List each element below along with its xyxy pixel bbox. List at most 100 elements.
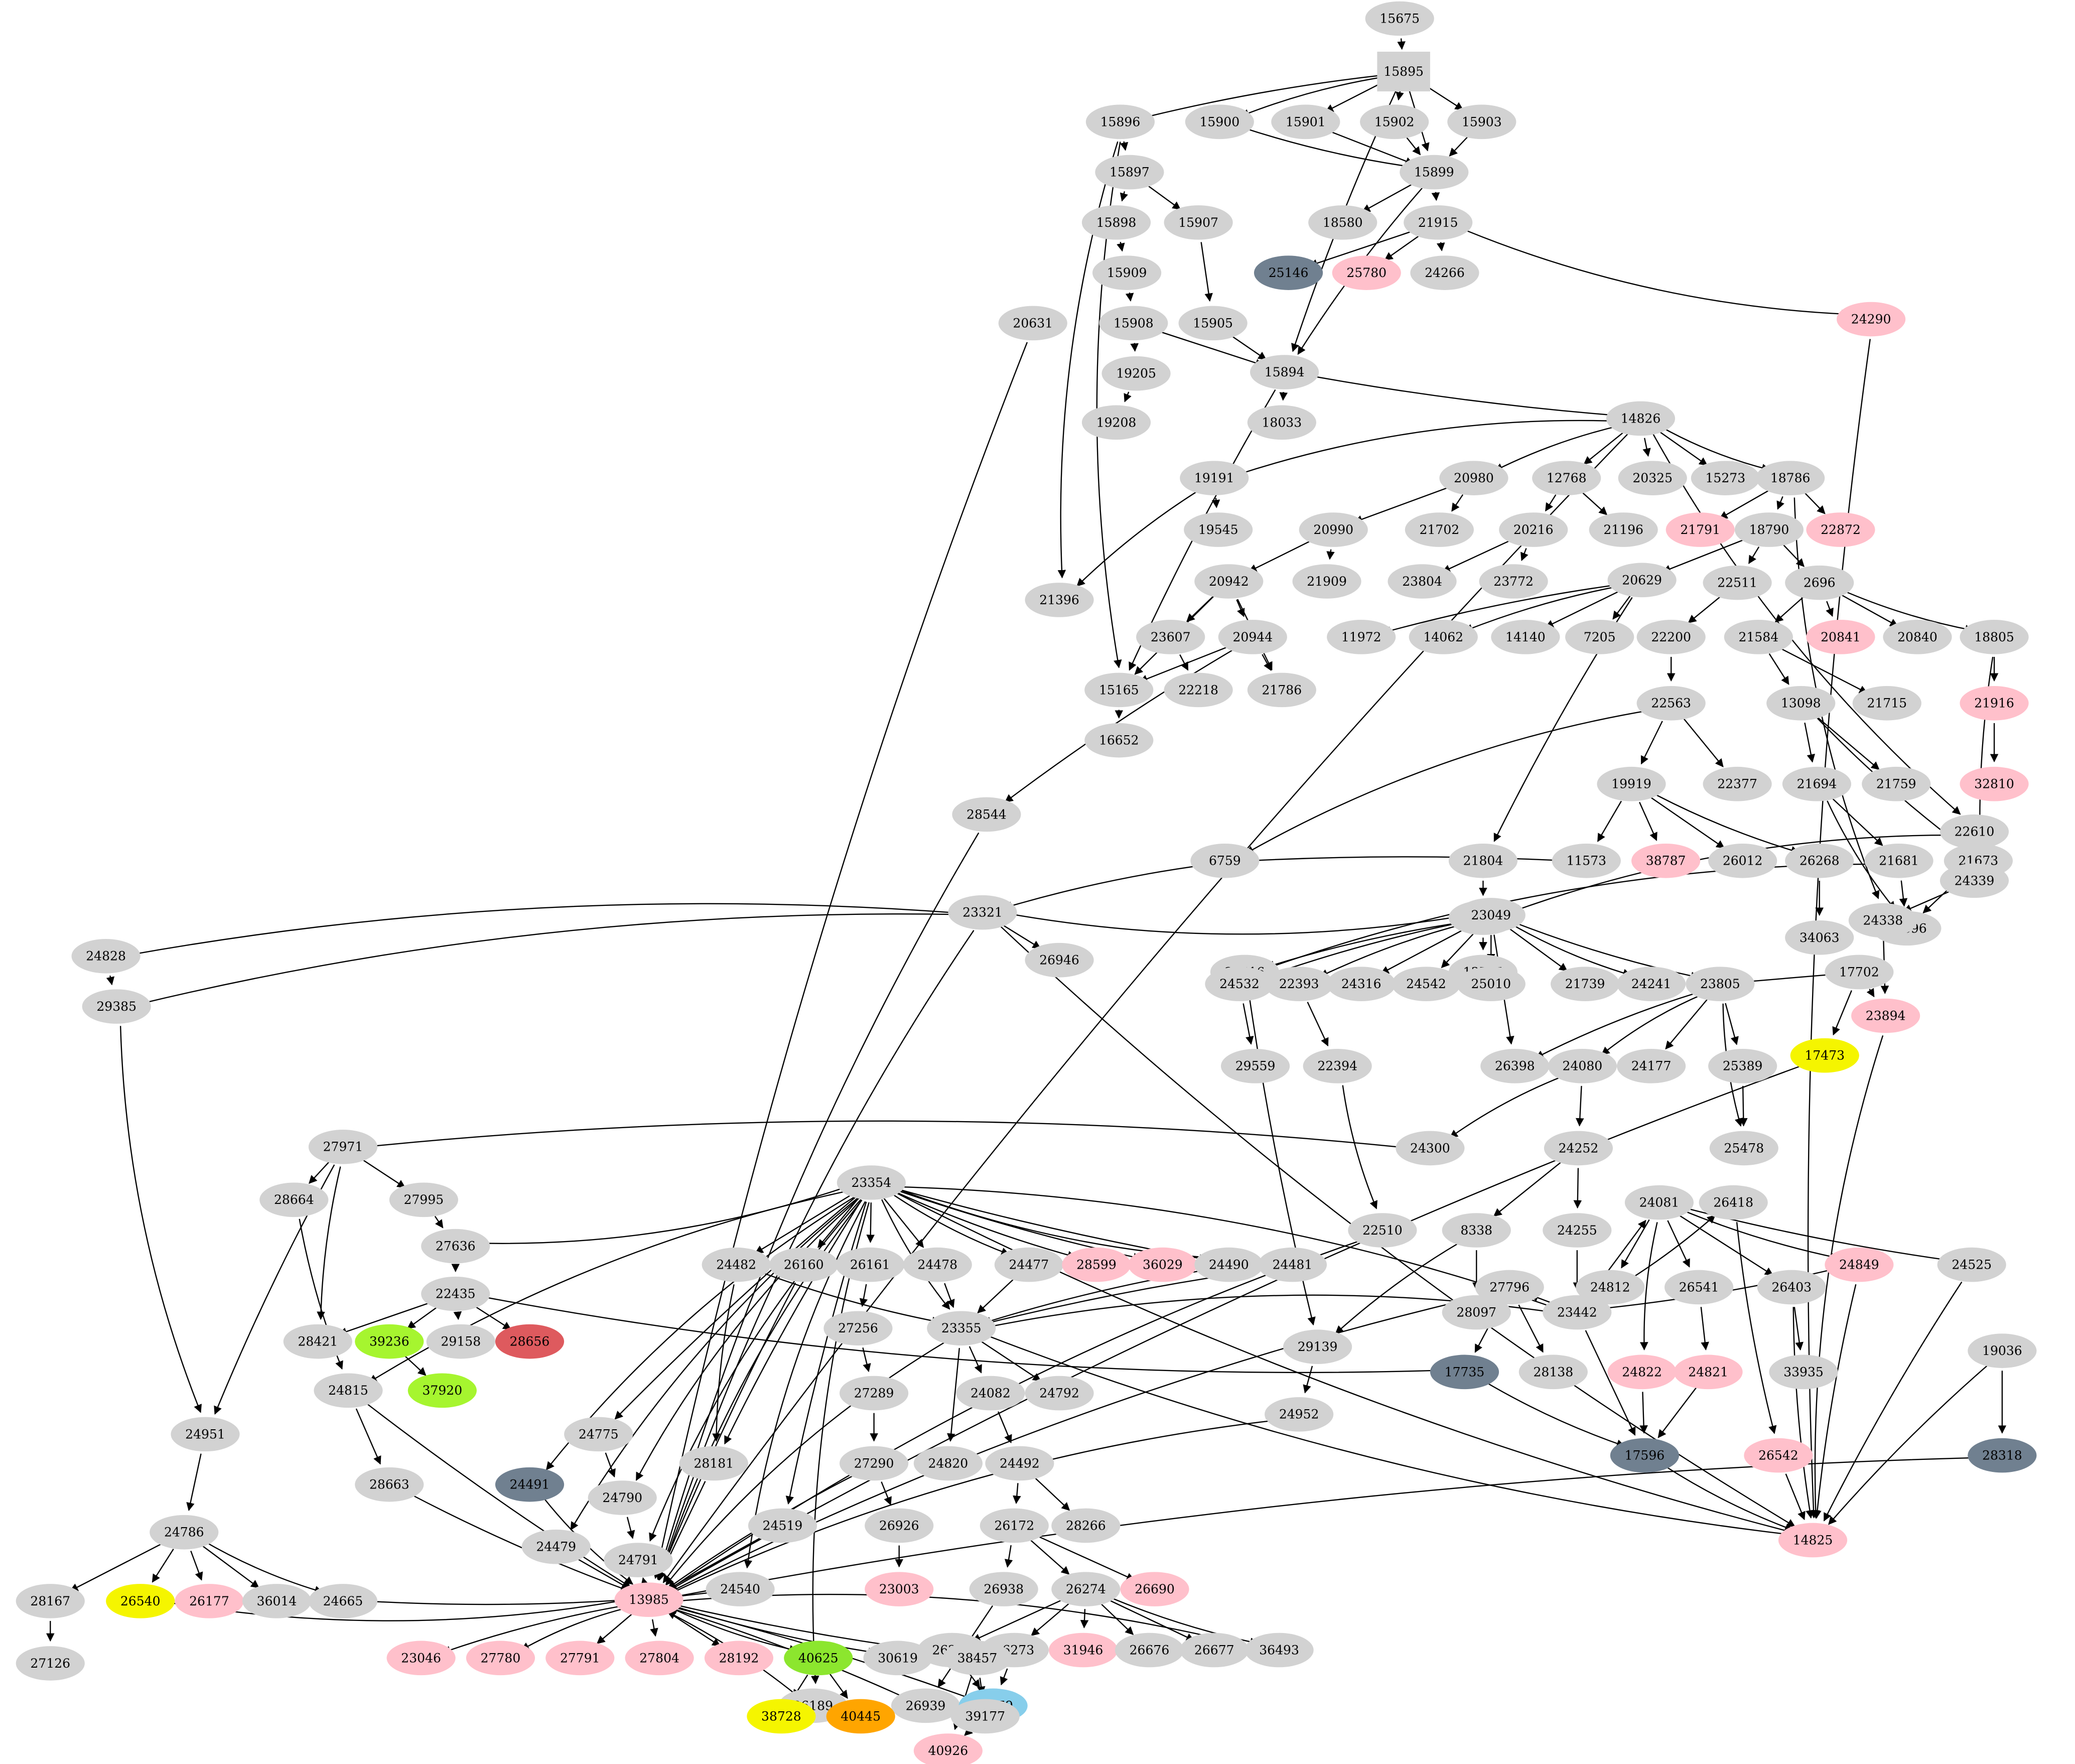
- node-14826: 14826: [1606, 401, 1676, 436]
- node-label-26161: 26161: [850, 1258, 890, 1272]
- edge-23321-23049: [1002, 912, 1470, 935]
- node-shape-24477: [994, 1247, 1063, 1282]
- node-28599: 28599: [1062, 1247, 1131, 1282]
- node-label-26160: 26160: [784, 1258, 824, 1272]
- node-shape-24316: [1327, 967, 1396, 1001]
- node-13098: 13098: [1766, 686, 1836, 721]
- edge-15895-15896: [1141, 74, 1385, 120]
- node-18786: 18786: [1756, 461, 1825, 495]
- node-label-12768: 12768: [1547, 471, 1587, 485]
- node-15895: 15895: [1377, 51, 1430, 92]
- node-label-28656: 28656: [510, 1334, 550, 1349]
- node-shape-27289: [839, 1376, 909, 1411]
- node-shape-28266: [1051, 1508, 1121, 1543]
- node-label-28318: 28318: [1982, 1448, 2022, 1463]
- node-label-24479: 24479: [536, 1540, 576, 1554]
- edge-23805-17702: [1740, 970, 1838, 983]
- edge-23355-13985: [665, 1340, 947, 1586]
- node-label-21916: 21916: [1974, 696, 2014, 711]
- node-shape-15905: [1178, 306, 1248, 341]
- node-label-24477: 24477: [1009, 1258, 1049, 1272]
- node-28421: 28421: [283, 1324, 352, 1359]
- edge-24952-13985: [669, 1419, 1280, 1594]
- edge-24519-13985: [667, 1535, 766, 1590]
- node-14062: 14062: [1409, 620, 1478, 654]
- node-shape-27995: [389, 1182, 459, 1217]
- edge-13985-27780: [520, 1606, 631, 1651]
- node-shape-24177: [1616, 1048, 1686, 1083]
- node-19191: 19191: [1180, 461, 1249, 495]
- edge-22394-22510: [1342, 1085, 1378, 1209]
- node-18790: 18790: [1734, 512, 1804, 547]
- edge-24482-23355: [755, 1269, 941, 1325]
- edge-20942-20944: [1236, 599, 1245, 617]
- node-17735: 17735: [1430, 1354, 1499, 1390]
- node-shape-25010: [1456, 967, 1526, 1001]
- edge-18786-22872: [1804, 492, 1826, 514]
- node-23049: 23049: [1456, 898, 1526, 932]
- node-shape-24532: [1205, 967, 1274, 1001]
- edge-2696-20841: [1826, 601, 1834, 617]
- node-shape-19919: [1597, 766, 1666, 801]
- edge-26172-26690: [1032, 1533, 1135, 1581]
- node-shape-18786: [1756, 461, 1825, 495]
- edge-23805-25389: [1725, 1003, 1739, 1045]
- node-label-24532: 24532: [1219, 977, 1260, 991]
- node-shape-28421: [283, 1324, 352, 1359]
- node-shape-18805: [1960, 620, 2029, 654]
- node-27256: 27256: [823, 1311, 893, 1346]
- node-label-23772: 23772: [1493, 574, 1534, 589]
- node-shape-20629: [1607, 563, 1677, 598]
- edge-14826-19191: [1235, 420, 1621, 477]
- node-label-21702: 21702: [1420, 522, 1460, 537]
- node-shape-2696: [1785, 565, 1854, 600]
- node-label-29385: 29385: [96, 999, 136, 1014]
- node-shape-14826: [1606, 401, 1676, 436]
- node-shape-27256: [823, 1311, 893, 1346]
- node-label-26540: 26540: [120, 1594, 161, 1608]
- node-shape-15909: [1092, 255, 1162, 290]
- edge-15675-15895: [1397, 38, 1406, 50]
- edge-20944-21786: [1262, 654, 1272, 671]
- node-shape-24300: [1396, 1131, 1465, 1166]
- edge-15901-15899: [1324, 128, 1414, 166]
- edge-18790-20629: [1662, 536, 1751, 573]
- node-shape-39236: [355, 1324, 424, 1359]
- node-shape-18033: [1247, 405, 1316, 440]
- edge-24300-27971: [364, 1120, 1411, 1151]
- edge-27256-27289: [862, 1347, 871, 1373]
- node-label-15900: 15900: [1199, 114, 1239, 129]
- edge-20990-20942: [1248, 537, 1316, 572]
- node-21702: 21702: [1405, 512, 1474, 547]
- node-24241: 24241: [1616, 967, 1686, 1001]
- edge-22435-17735: [475, 1295, 1443, 1375]
- node-label-24241: 24241: [1631, 977, 1672, 991]
- node-15894: 15894: [1250, 355, 1319, 389]
- node-shape-17473: [1790, 1038, 1859, 1073]
- node-shape-32810: [1960, 766, 2029, 801]
- node-label-24775: 24775: [579, 1427, 619, 1441]
- node-shape-15895: [1377, 51, 1430, 92]
- node-label-15896: 15896: [1100, 114, 1141, 129]
- node-24316: 24316: [1327, 967, 1396, 1001]
- edge-23354-24478: [883, 1197, 924, 1248]
- edge-24786-26540: [152, 1549, 174, 1583]
- edge-15900-15899: [1238, 125, 1413, 170]
- node-24082: 24082: [956, 1376, 1025, 1411]
- edge-24822-17596: [1639, 1392, 1648, 1434]
- node-label-19545: 19545: [1198, 522, 1238, 537]
- node-label-26177: 26177: [189, 1594, 229, 1608]
- node-shape-20325: [1618, 461, 1687, 495]
- edge-19919-26012: [1647, 794, 1725, 849]
- node-shape-21915: [1404, 205, 1473, 240]
- node-26677: 26677: [1180, 1633, 1249, 1668]
- node-shape-26542: [1744, 1438, 1813, 1473]
- node-label-24338: 24338: [1863, 913, 1903, 927]
- edge-23049-24241: [1509, 922, 1632, 977]
- node-label-23049: 23049: [1471, 908, 1511, 922]
- edge-23354-24477: [888, 1191, 1010, 1256]
- node-26542: 26542: [1744, 1438, 1813, 1473]
- node-24815: 24815: [314, 1373, 383, 1408]
- node-27995: 27995: [389, 1182, 459, 1217]
- node-23772: 23772: [1479, 564, 1548, 599]
